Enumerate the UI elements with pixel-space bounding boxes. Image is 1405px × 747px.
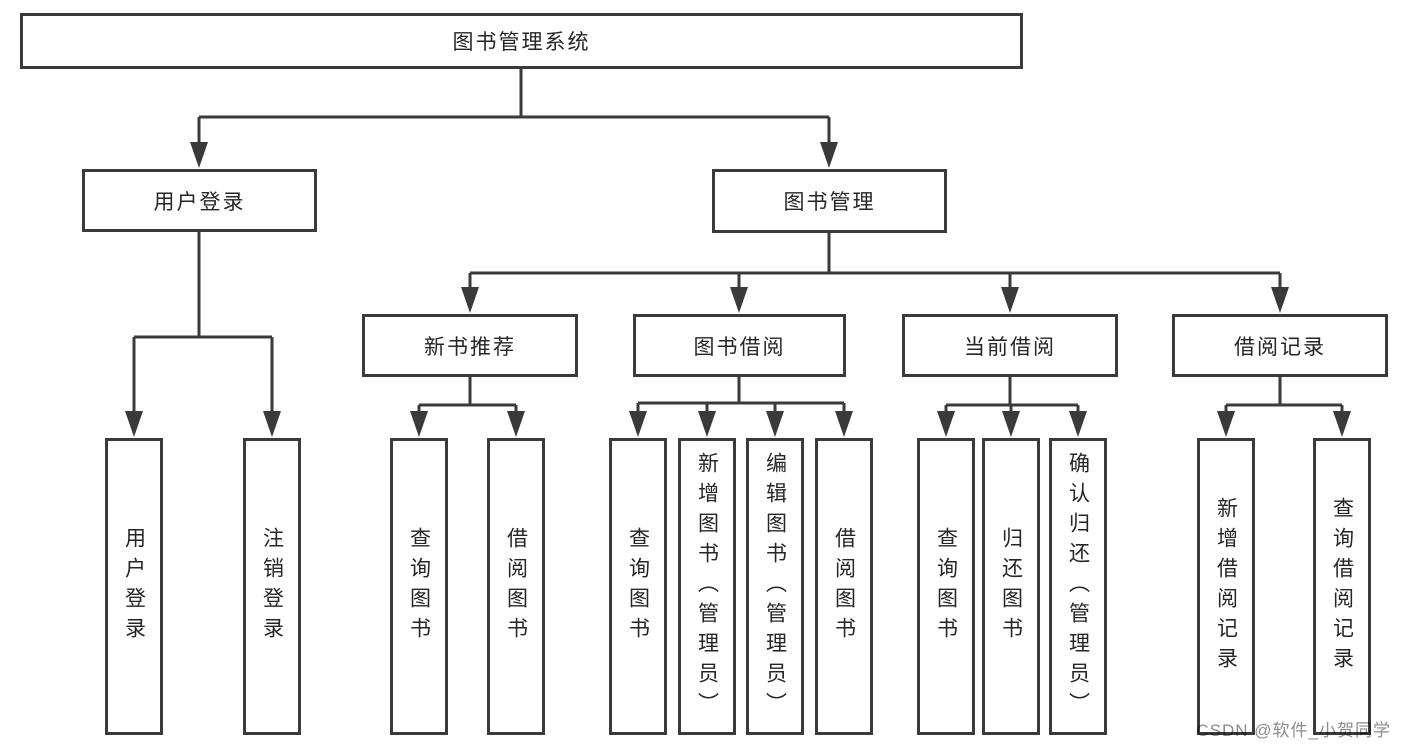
node-current-borrowing: 当前借阅 bbox=[902, 314, 1118, 377]
node-label: 当前借阅 bbox=[964, 335, 1056, 359]
leaf-query-books-borrowing: 查询图书 bbox=[609, 438, 667, 735]
node-book-borrowing: 图书借阅 bbox=[633, 314, 846, 377]
leaf-return-books: 归还图书 bbox=[982, 438, 1040, 735]
leaf-label: 确认归还（管理员） bbox=[1066, 451, 1090, 722]
node-new-book-recommendation: 新书推荐 bbox=[362, 314, 578, 377]
leaf-add-borrow-record: 新增借阅记录 bbox=[1197, 438, 1255, 735]
node-label: 图书借阅 bbox=[693, 335, 786, 359]
node-label: 新书推荐 bbox=[424, 335, 516, 359]
leaf-label: 查询图书 bbox=[626, 526, 650, 647]
node-borrowing-records: 借阅记录 bbox=[1172, 314, 1388, 377]
node-book-management: 图书管理 bbox=[712, 169, 947, 233]
node-label: 用户登录 bbox=[153, 190, 246, 214]
leaf-label: 新增图书（管理员） bbox=[695, 451, 719, 722]
leaf-query-books-current: 查询图书 bbox=[917, 438, 975, 735]
leaf-borrow-books-recommend: 借阅图书 bbox=[487, 438, 545, 735]
leaf-label: 新增借阅记录 bbox=[1214, 496, 1238, 677]
node-label: 借阅记录 bbox=[1234, 335, 1326, 359]
leaf-label: 借阅图书 bbox=[504, 526, 528, 647]
node-label: 图书管理系统 bbox=[452, 31, 591, 54]
leaf-label: 注销登录 bbox=[260, 526, 284, 647]
leaf-label: 借阅图书 bbox=[832, 526, 856, 647]
leaf-label: 查询借阅记录 bbox=[1330, 496, 1354, 677]
leaf-label: 查询图书 bbox=[934, 526, 958, 647]
node-user-login: 用户登录 bbox=[82, 169, 317, 232]
leaf-borrow-books-borrowing: 借阅图书 bbox=[815, 438, 873, 735]
node-library-management-system: 图书管理系统 bbox=[20, 13, 1023, 69]
leaf-query-books-recommend: 查询图书 bbox=[390, 438, 448, 735]
leaf-label: 归还图书 bbox=[999, 526, 1023, 647]
leaf-label: 查询图书 bbox=[407, 526, 431, 647]
csdn-watermark: CSDN @软件_小贺同学 bbox=[1196, 721, 1391, 740]
leaf-confirm-return-admin: 确认归还（管理员） bbox=[1049, 438, 1107, 735]
node-label: 图书管理 bbox=[783, 191, 876, 214]
leaf-edit-books-admin: 编辑图书（管理员） bbox=[746, 438, 804, 735]
arrowheads bbox=[125, 142, 1351, 437]
leaf-add-books-admin: 新增图书（管理员） bbox=[678, 438, 736, 735]
leaf-logout: 注销登录 bbox=[243, 438, 301, 735]
leaf-label: 用户登录 bbox=[122, 526, 146, 647]
leaf-label: 编辑图书（管理员） bbox=[763, 451, 787, 722]
leaf-query-borrow-record: 查询借阅记录 bbox=[1313, 438, 1371, 735]
leaf-user-login: 用户登录 bbox=[105, 438, 163, 735]
